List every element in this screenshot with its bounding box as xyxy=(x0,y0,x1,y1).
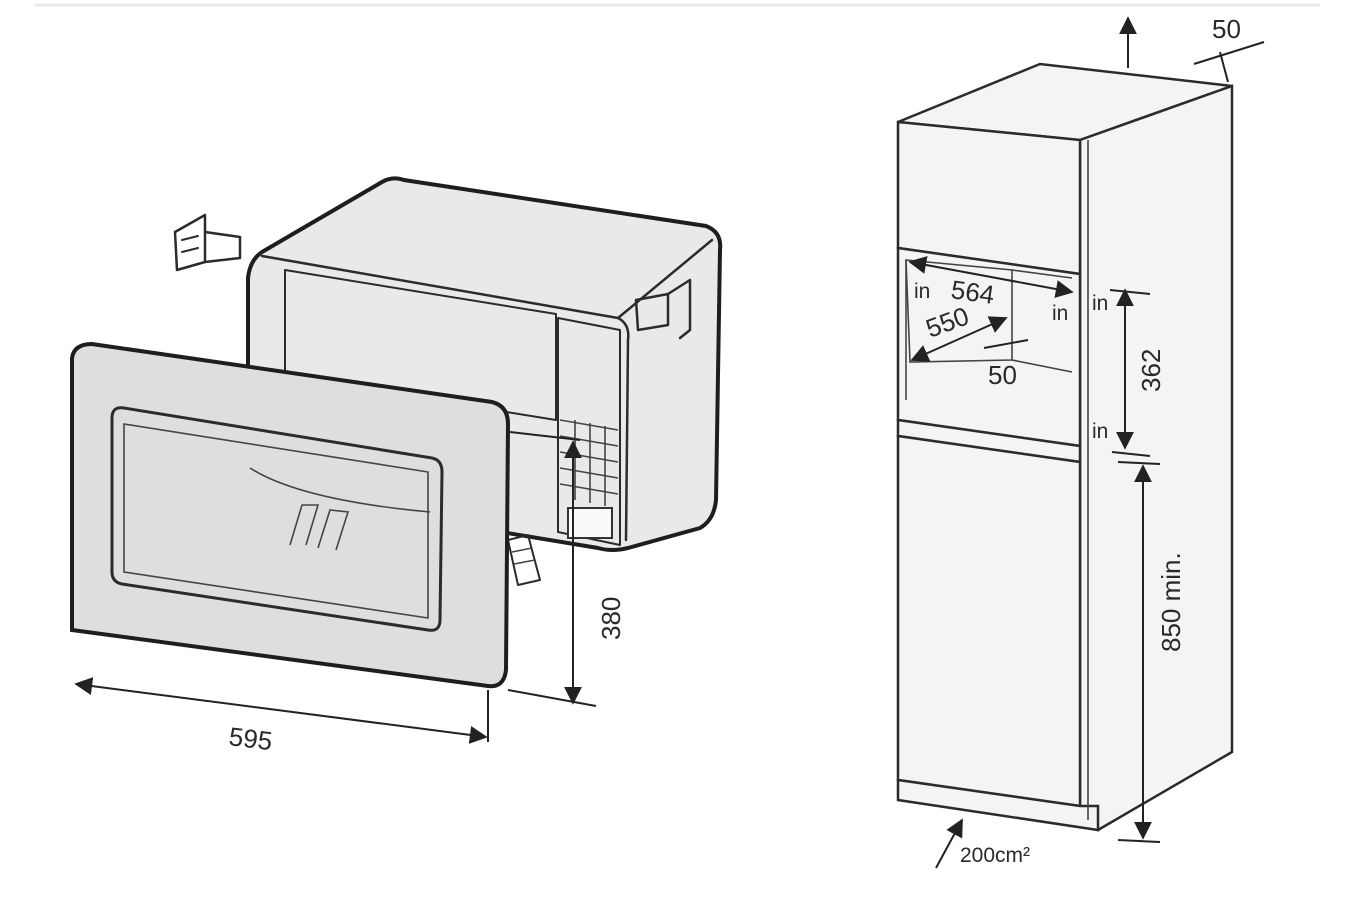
microwave-illustration xyxy=(70,176,723,689)
base-height-label: 850 min. xyxy=(1156,552,1186,652)
dimension-base-height: 850 min. xyxy=(1117,461,1186,843)
inner-label-3: in xyxy=(1092,292,1108,315)
mounting-bracket-left xyxy=(173,213,242,272)
dimension-niche: in 564 in 550 50 xyxy=(908,256,1074,390)
ventilation-label: 200cm² xyxy=(960,844,1030,867)
plinth xyxy=(896,778,1100,832)
cabinet-illustration xyxy=(896,62,1234,832)
mounting-bracket-bottom xyxy=(507,534,541,586)
inner-label-2: in xyxy=(1052,302,1068,325)
inner-label-4: in xyxy=(1092,420,1108,443)
width-label: 595 xyxy=(227,721,274,756)
inner-label-1: in xyxy=(914,280,930,303)
display-window xyxy=(567,507,613,539)
trim-window xyxy=(110,406,444,632)
height-label: 380 xyxy=(596,597,626,640)
dimension-top-gap: 50 xyxy=(1119,14,1265,83)
lower-door xyxy=(896,434,1082,808)
niche-width-label: 564 xyxy=(949,274,996,310)
back-gap-label: 50 xyxy=(988,360,1017,390)
front-trim-frame xyxy=(70,341,511,689)
dimension-width: 595 xyxy=(74,677,489,756)
niche-height-label: 362 xyxy=(1136,349,1166,392)
cabinet-side xyxy=(1078,84,1234,832)
ventilation-indicator: 200cm² xyxy=(935,818,1030,869)
top-gap-label: 50 xyxy=(1212,14,1241,44)
dimension-height: 380 xyxy=(507,431,626,707)
mounting-bracket-right xyxy=(634,278,692,340)
dimension-niche-height: in in 362 xyxy=(1092,288,1166,457)
